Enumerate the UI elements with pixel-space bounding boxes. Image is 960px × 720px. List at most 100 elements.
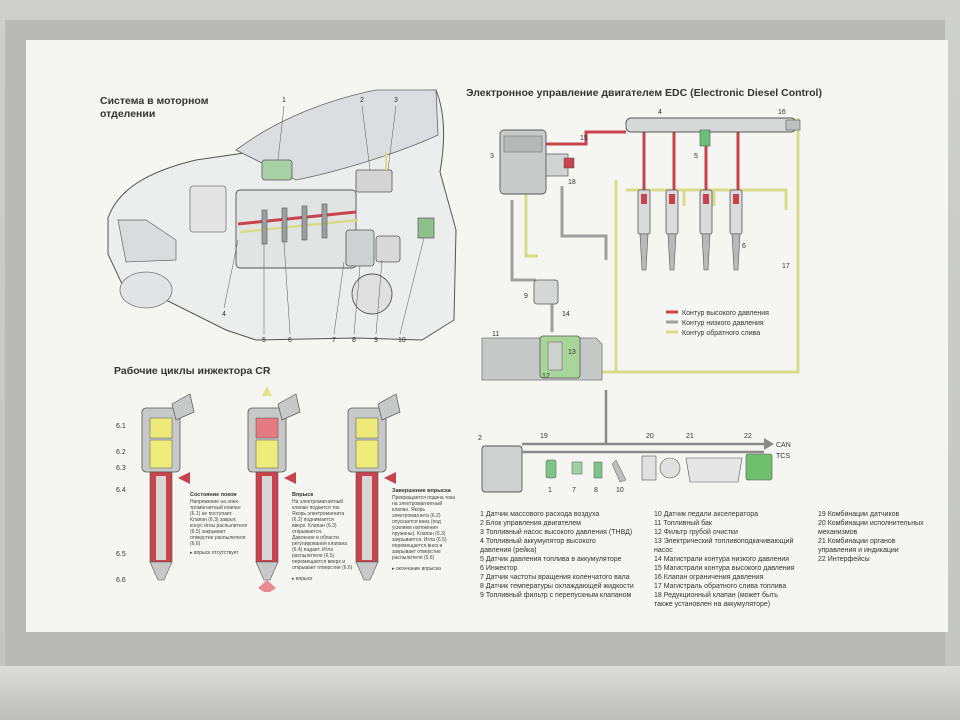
svg-text:▸ впрыск отсутствует: ▸ впрыск отсутствует	[190, 550, 239, 556]
car-hood	[235, 89, 439, 181]
svg-text:3 Топливный насос высокого дав: 3 Топливный насос высокого давления (ТНВ…	[480, 528, 632, 536]
svg-text:▸ окончание впрыска: ▸ окончание впрыска	[392, 566, 441, 572]
svg-text:10 Датчик педали акселератора: 10 Датчик педали акселератора	[654, 511, 758, 518]
sensor-icons	[545, 453, 773, 483]
svg-text:Впрыск: Впрыск	[292, 492, 313, 498]
svg-text:1 Датчик массового расхода воз: 1 Датчик массового расхода воздуха	[480, 511, 599, 518]
svg-text:20: 20	[646, 433, 654, 440]
battery-box	[189, 185, 227, 233]
sensor-bus	[522, 390, 764, 454]
svg-text:открывает отверстие (6.6): открывает отверстие (6.6)	[292, 565, 353, 571]
engine-label-4: 4	[222, 311, 226, 318]
engine-label-5: 5	[262, 337, 266, 344]
svg-text:9: 9	[524, 293, 528, 300]
svg-text:(6.2) поднимается: (6.2) поднимается	[292, 517, 334, 523]
svg-text:распылителя (6.6): распылителя (6.6)	[392, 555, 435, 561]
engine-number-labels: 1 2 3 4 5 6 7 8 9 10	[222, 97, 406, 344]
poster-bottom-rail	[0, 666, 960, 720]
engine-label-10: 10	[398, 337, 406, 344]
engine-label-2: 2	[360, 97, 364, 104]
svg-text:перемещается вниз и: перемещается вниз и	[392, 543, 443, 549]
engine-label-6: 6	[288, 337, 292, 344]
fuel-rail	[625, 117, 797, 133]
component-legend: 1 Датчик массового расхода воздуха 2 Бло…	[480, 510, 924, 608]
high-pressure-pump	[499, 129, 575, 195]
injector-injection	[247, 386, 301, 592]
svg-text:вверх. Клапан (6.3): вверх. Клапан (6.3)	[292, 523, 337, 529]
svg-text:4: 4	[658, 109, 662, 116]
svg-text:опускается вниз (под: опускается вниз (под	[392, 519, 441, 525]
cycles-title: Рабочие циклы инжектора CR	[114, 365, 271, 377]
engine-compartment-section: Система в моторном отделении 1 2 3	[100, 89, 457, 344]
svg-text:давления (рейка): давления (рейка)	[480, 546, 537, 554]
fuel-filter	[533, 279, 559, 305]
svg-text:13 Электрический топливоподкач: 13 Электрический топливоподкачивающий	[654, 537, 793, 545]
engine-block	[235, 189, 357, 269]
svg-text:клапан. Якорь: клапан. Якорь	[392, 507, 425, 513]
svg-text:12 Фильтр грубой очистки: 12 Фильтр грубой очистки	[654, 528, 738, 536]
svg-text:20 Комбинации исполнительных: 20 Комбинации исполнительных	[818, 519, 924, 527]
svg-text:12: 12	[542, 373, 550, 380]
svg-text:10: 10	[616, 487, 624, 494]
svg-text:клапан подается ток.: клапан подается ток.	[292, 505, 341, 511]
engine-leader-lines	[223, 105, 425, 335]
edc-title: Электронное управление двигателем EDC (E…	[466, 87, 822, 99]
svg-text:19 Комбинации датчиков: 19 Комбинации датчиков	[818, 510, 900, 518]
svg-text:5: 5	[694, 153, 698, 160]
svg-text:управления и индикации: управления и индикации	[818, 547, 899, 554]
legend-high-pressure: Контур высокого давления	[682, 310, 769, 317]
svg-text:Завершение впрыска: Завершение впрыска	[392, 488, 452, 494]
engine-label-8: 8	[352, 337, 356, 344]
svg-text:открывается.: открывается.	[292, 529, 322, 535]
svg-text:6 Инжектор: 6 Инжектор	[480, 565, 517, 572]
svg-text:22: 22	[744, 433, 752, 440]
svg-text:распылителя (6.5): распылителя (6.5)	[292, 553, 335, 559]
svg-text:14: 14	[562, 311, 570, 318]
legend-column-1: 1 Датчик массового расхода воздуха 2 Бло…	[480, 511, 634, 599]
ecu-box	[481, 445, 523, 493]
fuel-tank	[481, 335, 603, 381]
svg-text:15 Магистрали контура высокого: 15 Магистрали контура высокого давления	[654, 565, 795, 572]
svg-text:18 Редукционный клапан (может: 18 Редукционный клапан (может быть	[654, 591, 778, 599]
svg-text:Клапан (6.3) закрыт,: Клапан (6.3) закрыт,	[190, 517, 237, 523]
svg-text:7 Датчик частоты вращения коле: 7 Датчик частоты вращения коленчатого ва…	[480, 574, 630, 581]
svg-text:2 Блок управления двигателем: 2 Блок управления двигателем	[480, 520, 581, 527]
svg-text:Напряжение на элек-: Напряжение на элек-	[190, 499, 240, 505]
svg-text:на электромагнитный: на электромагнитный	[392, 500, 442, 507]
cycle-part-labels: 6.1 6.2 6.3 6.4 6.5 6.6	[116, 423, 126, 584]
svg-text:Прекращается подача тока: Прекращается подача тока	[392, 495, 455, 501]
legend-return: Контур обратного слива	[682, 329, 760, 337]
fuel-return-line	[239, 218, 359, 234]
svg-text:На электромагнитный: На электромагнитный	[292, 498, 343, 505]
svg-text:электромагнита (6.2): электромагнита (6.2)	[392, 513, 441, 519]
engine-ecu	[355, 169, 393, 193]
headlight	[117, 219, 177, 263]
svg-text:6.1: 6.1	[116, 423, 126, 430]
injector-cycles-section: Рабочие циклы инжектора CR 6.1 6.2 6.3 6…	[114, 365, 455, 592]
edc-number-labels: 3 15 18 4 16 5 6 17 9 14 11 13 12 2 19 2…	[478, 109, 790, 494]
return-lines	[524, 118, 800, 374]
svg-text:4 Топливный аккумулятор высоко: 4 Топливный аккумулятор высокого	[480, 537, 596, 545]
svg-text:14 Магистрали контура низкого: 14 Магистрали контура низкого давления	[654, 556, 789, 563]
accelerator-pedal	[417, 217, 435, 239]
svg-text:16: 16	[778, 109, 786, 116]
svg-text:отверстие распылителя: отверстие распылителя	[190, 535, 246, 541]
bus-can-label: CAN	[776, 442, 791, 449]
engine-title-line2: отделении	[100, 108, 155, 120]
svg-text:5 Датчик давления топлива в ак: 5 Датчик давления топлива в аккумуляторе	[480, 556, 622, 563]
air-mass-sensor	[261, 159, 293, 181]
poster: Система в моторном отделении 1 2 3	[26, 40, 948, 632]
injector-end	[347, 393, 401, 581]
legend-low-pressure: Контур низкого давления	[682, 320, 764, 327]
legend-column-2: 10 Датчик педали акселератора 11 Топливн…	[654, 511, 795, 608]
svg-text:регулирования клапана: регулирования клапана	[292, 541, 347, 547]
pressure-limit-valve	[785, 119, 801, 131]
svg-text:7: 7	[572, 487, 576, 494]
circuit-legend: Контур высокого давления Контур низкого …	[666, 310, 769, 337]
fuel-filter-engine	[375, 235, 401, 263]
svg-text:8 Датчик температуры охлаждающ: 8 Датчик температуры охлаждающей жидкост…	[480, 582, 634, 590]
svg-text:механизмов: механизмов	[818, 529, 858, 536]
svg-text:конус иглы распылителя: конус иглы распылителя	[190, 523, 247, 529]
injector-rest	[141, 393, 195, 581]
svg-text:насос: насос	[654, 547, 673, 554]
